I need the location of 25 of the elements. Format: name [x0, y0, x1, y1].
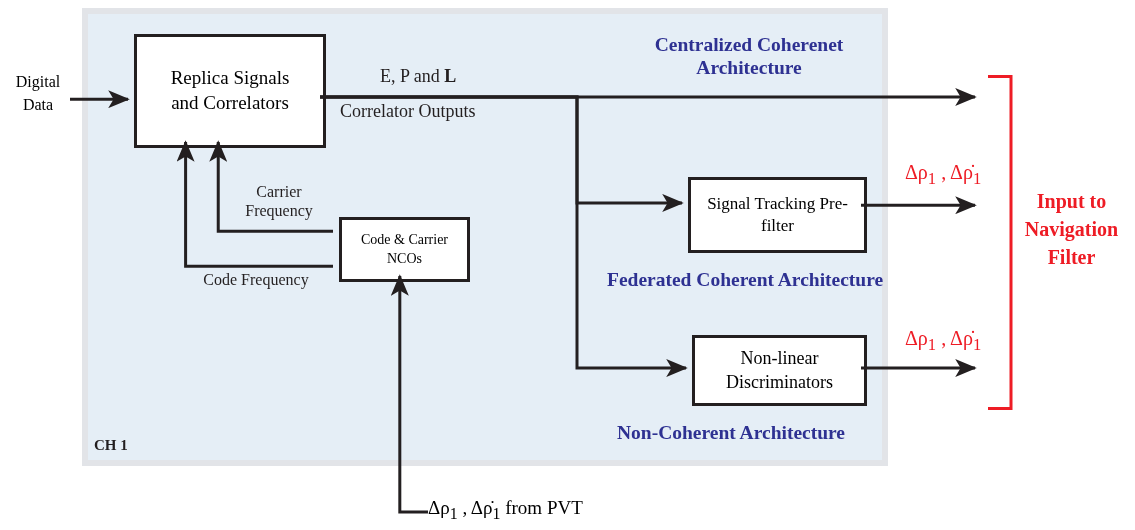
- architecture-label: Non-Coherent Architecture: [617, 422, 845, 444]
- arrow: [176, 140, 333, 268]
- arrow: [209, 140, 333, 233]
- signal-label: Correlator Outputs: [340, 101, 476, 123]
- arrow: [861, 196, 977, 215]
- arrow: [390, 274, 428, 514]
- arrow: [70, 90, 130, 109]
- architecture-label: Centralized Coherenet Architecture: [653, 33, 845, 80]
- box-text: Code & Carrier NCOs: [359, 231, 450, 268]
- input-text: Δρ$_{1}$ , Δρ̇$_{1}$ from PVT: [428, 496, 584, 524]
- box-text: Non-linear Discriminators: [725, 347, 834, 394]
- output-symbol: Δρ$_{1}$ , Δρ̇$_{1}$: [905, 326, 982, 355]
- process-box: [134, 34, 326, 148]
- output-label: Input to Navigation Filter: [1023, 189, 1120, 270]
- arrow: [861, 359, 977, 378]
- box-text: Signal Tracking Pre-filter: [706, 192, 849, 237]
- process-box: [339, 217, 470, 282]
- architecture-label: Federated Coherent Architecture: [607, 269, 884, 291]
- signal-label: E, P and L: [380, 66, 457, 88]
- channel-panel: [82, 8, 888, 466]
- box-text: Replica Signals and Correlators: [169, 66, 291, 115]
- channel-label: CH 1: [94, 436, 128, 454]
- input-text: Digital Data: [14, 72, 62, 116]
- output-symbol: Δρ$_{1}$ , Δρ̇$_{1}$: [905, 160, 982, 189]
- arrow: [320, 95, 688, 378]
